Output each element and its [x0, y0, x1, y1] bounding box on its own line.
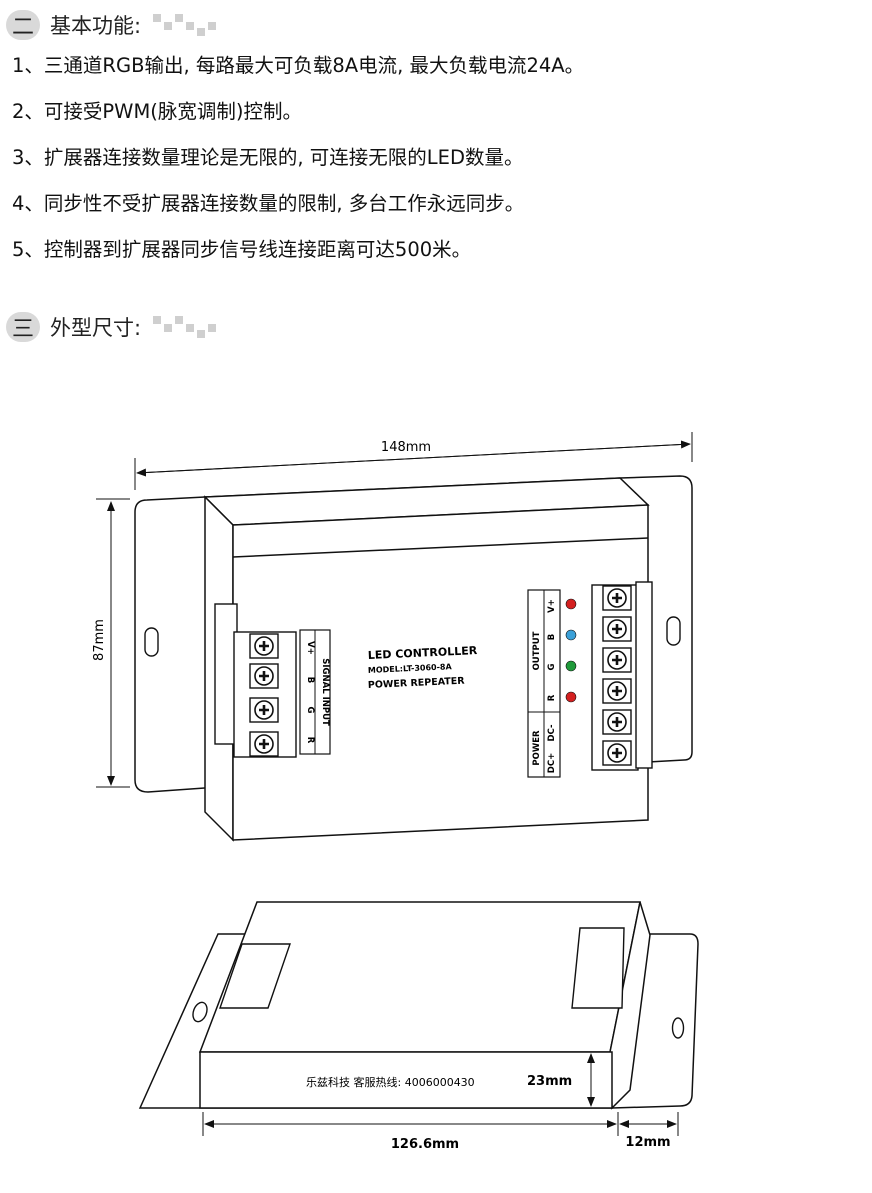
output-pin-label: R	[547, 694, 557, 701]
output-pin-label: B	[547, 634, 557, 640]
dimension-12: 12mm	[625, 1135, 670, 1150]
led-indicator	[565, 691, 577, 703]
device-label-title: LED CONTROLLER	[368, 644, 478, 662]
section-heading-functions: 二 基本功能:	[6, 8, 217, 42]
section-title: 外型尺寸:	[50, 316, 142, 340]
device-label-model: MODEL:LT-3060-8A	[368, 662, 453, 675]
output-label: OUTPUT	[532, 631, 542, 670]
signal-pin-label: V+	[305, 641, 315, 655]
signal-pin-label: G	[305, 707, 315, 714]
output-pin-label: G	[547, 663, 557, 670]
list-item: 4、同步性不受扩展器连接数量的限制, 多台工作永远同步。	[12, 192, 525, 215]
output-pin-label: V+	[547, 599, 557, 613]
power-pin-label: DC+	[547, 753, 557, 773]
heading-decoration	[153, 316, 217, 338]
dimension-126-6: 126.6mm	[391, 1137, 459, 1152]
dimension-23: 23mm	[527, 1074, 572, 1089]
bottom-label: 乐兹科技 客服热线: 4006000430	[306, 1075, 475, 1089]
dimension-148: 148mm	[381, 440, 431, 455]
list-item: 1、三通道RGB输出, 每路最大可负载8A电流, 最大负载电流24A。	[12, 54, 585, 77]
heading-decoration	[153, 14, 217, 36]
section-number: 二	[6, 10, 40, 40]
signal-pin-label: B	[305, 677, 315, 683]
led-indicator	[565, 660, 577, 672]
section-heading-dimensions: 三 外型尺寸:	[6, 310, 217, 344]
led-indicator	[565, 598, 577, 610]
feature-list: 1、三通道RGB输出, 每路最大可负载8A电流, 最大负载电流24A。 2、可接…	[12, 54, 584, 284]
signal-pin-label: R	[305, 737, 315, 744]
section-title: 基本功能:	[50, 14, 142, 38]
device-label-sub: POWER REPEATER	[368, 676, 466, 691]
list-item: 3、扩展器连接数量理论是无限的, 可连接无限的LED数量。	[12, 146, 524, 169]
dimension-87: 87mm	[92, 619, 107, 661]
section-number: 三	[6, 312, 40, 342]
signal-input-label: SIGNAL INPUT	[320, 658, 330, 726]
power-pin-label: DC-	[547, 724, 557, 741]
list-item: 5、控制器到扩展器同步信号线连接距离可达500米。	[12, 238, 472, 261]
power-label: POWER	[532, 730, 542, 766]
list-item: 2、可接受PWM(脉宽调制)控制。	[12, 100, 302, 123]
led-indicator	[565, 629, 577, 641]
